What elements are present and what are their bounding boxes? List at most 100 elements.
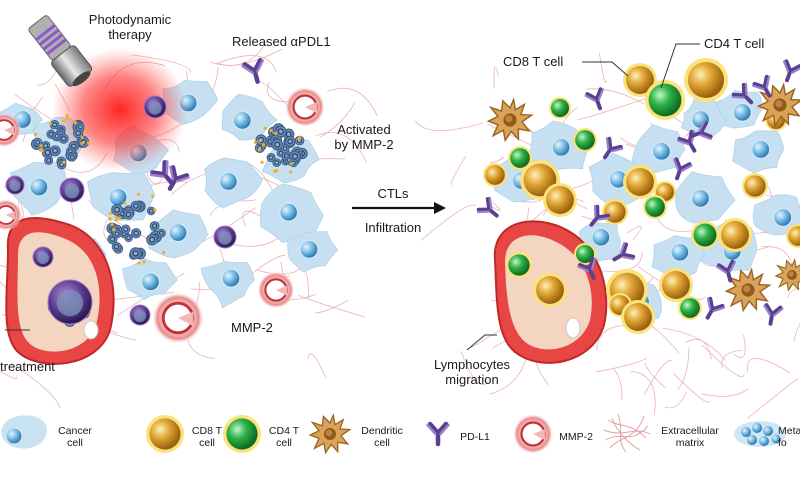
- matrix-fiber: [614, 369, 622, 400]
- nanoparticle: [121, 224, 130, 233]
- drug-dot: [39, 144, 42, 147]
- cd4-t-cell: [506, 252, 532, 278]
- dendritic-cell: [488, 100, 531, 141]
- loaded-core: [10, 181, 21, 192]
- drug-dot: [34, 133, 37, 136]
- drug-dot: [62, 161, 65, 164]
- legend-line2: cell: [186, 437, 228, 449]
- nanoparticle: [146, 234, 158, 246]
- cd8-t-cell-icon: [146, 415, 184, 453]
- drug-dot: [39, 149, 42, 152]
- loaded-core: [218, 231, 231, 244]
- drug-dot: [123, 202, 126, 205]
- nanoparticle: [53, 132, 62, 141]
- pd-l1-antibody: [700, 298, 725, 322]
- pd-l1-antibody: [761, 305, 782, 326]
- cd4-t-cell: [678, 296, 702, 320]
- cd4-t-cell-label: CD4 T cell: [704, 36, 764, 51]
- cancer-nucleus: [752, 140, 770, 158]
- infiltration-arrow: [352, 202, 446, 214]
- loaded-core: [148, 101, 161, 114]
- legend-line2: cell: [352, 437, 412, 449]
- drug-dot: [254, 141, 257, 144]
- legend-cd4-t-cell: CD4 Tcell: [263, 425, 305, 449]
- matrix-fiber: [701, 389, 748, 397]
- drug-dot: [109, 217, 112, 220]
- matrix-fiber: [492, 203, 500, 210]
- nanoparticle: [112, 242, 122, 252]
- nanoparticle: [267, 153, 276, 162]
- cancer-nucleus: [552, 138, 570, 156]
- nanoparticle: [124, 233, 133, 242]
- legend-line2: matrix: [654, 437, 726, 449]
- dendritic-cell: [726, 270, 769, 311]
- cd4-t-cell: [643, 195, 667, 219]
- lymphocytes-line2: migration: [418, 372, 526, 387]
- cancer-nucleus: [774, 209, 792, 227]
- matrix-fiber: [490, 157, 503, 163]
- nanoparticle: [150, 221, 160, 231]
- nanoparticle: [123, 209, 133, 219]
- cancer-nucleus: [233, 111, 251, 129]
- antibody: [242, 60, 267, 85]
- drug-dot: [270, 129, 273, 132]
- matrix-fiber: [218, 49, 282, 66]
- nanoparticle: [157, 229, 166, 238]
- drug-dot: [142, 260, 145, 263]
- matrix-fiber: [734, 335, 745, 358]
- matrix-fiber: [644, 360, 672, 394]
- cancer-nucleus: [692, 111, 710, 129]
- dendritic-cell-icon: [310, 415, 350, 452]
- cd8-t-cell: [533, 273, 567, 307]
- nanoparticle: [275, 126, 287, 138]
- photodynamic-therapy-label: Photodynamic therapy: [80, 12, 180, 42]
- lymphocytes-migration-label: Lymphocytes migration: [418, 357, 526, 387]
- cd8-t-cell: [543, 183, 577, 217]
- cd4-t-cell: [508, 146, 532, 170]
- nanoparticle: [50, 145, 61, 156]
- nanoparticle: [68, 153, 77, 162]
- cd8-t-cell: [621, 300, 655, 334]
- legend-cd8-t-cell: CD8 Tcell: [186, 425, 228, 449]
- activated-line1: Activated: [324, 122, 404, 137]
- mmp2-enzyme: [152, 292, 204, 344]
- photodynamic-line1: Photodynamic: [80, 12, 180, 27]
- cancer-nucleus: [652, 142, 670, 160]
- pd-l1-antibody: [585, 89, 608, 112]
- drug-dot: [137, 193, 140, 196]
- matrix-fiber: [494, 67, 498, 88]
- drug-dot: [260, 161, 263, 164]
- drug-dot: [84, 129, 87, 132]
- drug-dot: [49, 122, 52, 125]
- drug-dot: [264, 127, 267, 130]
- cd4-t-cell: [549, 97, 571, 119]
- mmp2-label: MMP-2: [231, 320, 273, 335]
- cd4-t-cell: [645, 80, 685, 120]
- cancer-nucleus: [219, 172, 237, 190]
- cancer-nucleus: [30, 178, 48, 196]
- cd8-t-cell: [718, 218, 752, 252]
- treatment-label: treatment: [0, 359, 55, 374]
- matrix-fiber: [415, 121, 483, 130]
- drug-dot: [258, 139, 261, 142]
- activated-line2: by MMP-2: [324, 137, 404, 152]
- matrix-fiber: [308, 354, 326, 378]
- cancer-nucleus: [733, 103, 751, 121]
- lymphocytes-line1: Lymphocytes: [418, 357, 526, 372]
- drug-dot: [151, 195, 154, 198]
- matrix-fiber: [451, 156, 466, 185]
- legend-cancer-cell: Cancercell: [45, 425, 105, 449]
- cancer-nucleus: [142, 273, 160, 291]
- matrix-fiber: [599, 53, 606, 83]
- drug-dot: [162, 251, 165, 254]
- nanoparticle: [76, 123, 85, 132]
- drug-dot: [298, 136, 301, 139]
- drug-dot: [274, 132, 277, 135]
- drug-dot: [62, 119, 65, 122]
- legend-line1: MMP-2: [553, 431, 599, 443]
- drug-dot: [80, 142, 83, 145]
- pd-l1-antibody: [778, 61, 800, 84]
- matrix-fiber: [663, 328, 725, 360]
